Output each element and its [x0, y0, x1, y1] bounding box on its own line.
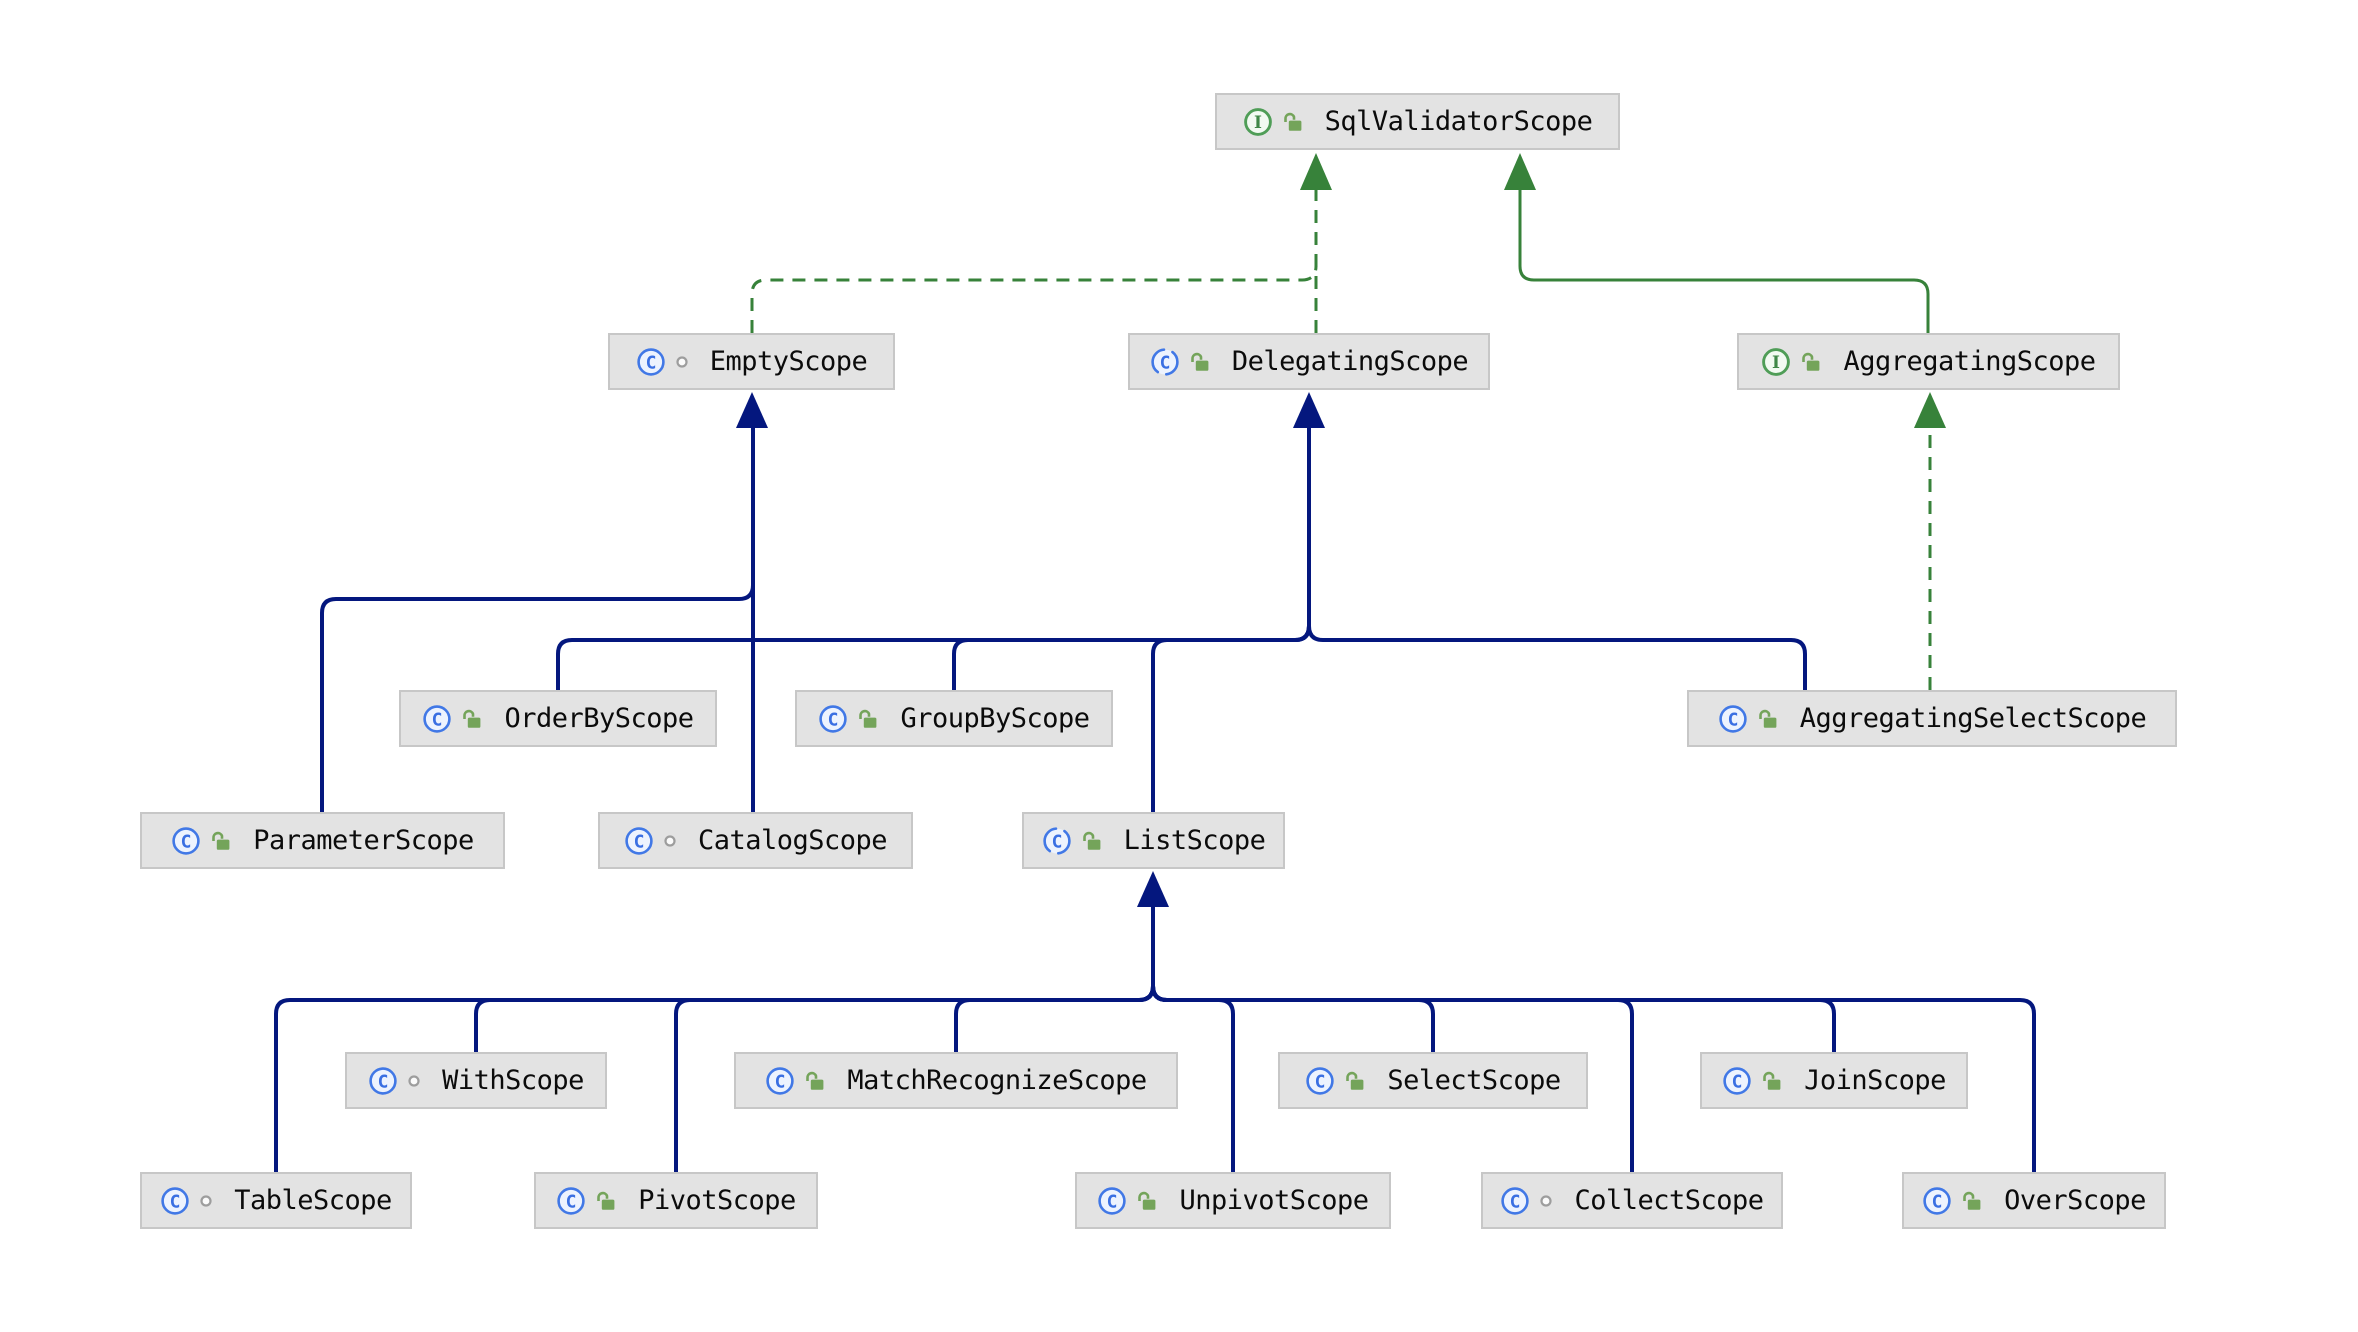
- node-label: EmptyScope: [709, 346, 868, 377]
- public-lock-icon: [1344, 1070, 1366, 1092]
- package-private-icon: [663, 834, 677, 848]
- node-label: OrderByScope: [504, 703, 694, 734]
- class-node-aggregatingselectscope[interactable]: AggregatingSelectScope: [1687, 690, 2177, 747]
- edge-extends-groupbyscope-delegatingscope: [952, 428, 1311, 690]
- edge-extends-matchrecognizescope-listscope: [954, 907, 1155, 1052]
- package-private-icon: [1539, 1194, 1553, 1208]
- edge-extends-listscope-delegatingscope: [1151, 428, 1311, 812]
- arrowhead-implements-sqlvalidatorscope: [1300, 153, 1332, 190]
- edge-extends-selectscope-listscope: [1151, 907, 1435, 1052]
- class-node-groupbyscope[interactable]: GroupByScope: [795, 690, 1113, 747]
- class-node-tablescope[interactable]: TableScope: [140, 1172, 412, 1229]
- edge-extends-collectscope-listscope: [1151, 907, 1634, 1172]
- class-node-aggregatingscope[interactable]: AggregatingScope: [1737, 333, 2120, 390]
- node-label: TableScope: [234, 1185, 392, 1216]
- class-node-matchrecognizescope[interactable]: MatchRecognizeScope: [734, 1052, 1178, 1109]
- class-node-sqlvalidatorscope[interactable]: SqlValidatorScope: [1215, 93, 1620, 150]
- node-label: SelectScope: [1387, 1065, 1561, 1096]
- class-icon: [1722, 1066, 1752, 1096]
- class-node-selectscope[interactable]: SelectScope: [1278, 1052, 1588, 1109]
- class-node-overscope[interactable]: OverScope: [1902, 1172, 2166, 1229]
- class-node-unpivotscope[interactable]: UnpivotScope: [1075, 1172, 1391, 1229]
- class-icon: [818, 704, 848, 734]
- edge-extends-overscope-listscope: [1151, 907, 2036, 1172]
- class-icon: [368, 1066, 398, 1096]
- node-label: CollectScope: [1574, 1185, 1764, 1216]
- class-node-collectscope[interactable]: CollectScope: [1481, 1172, 1783, 1229]
- class-icon: [1097, 1186, 1127, 1216]
- class-node-parameterscope[interactable]: ParameterScope: [140, 812, 505, 869]
- package-private-icon: [675, 355, 689, 369]
- class-icon: [171, 826, 201, 856]
- node-label: PivotScope: [638, 1185, 796, 1216]
- class-icon: [765, 1066, 795, 1096]
- edge-extends-pivotscope-listscope: [674, 907, 1155, 1172]
- arrowhead-extends-sqlvalidatorscope: [1504, 153, 1536, 190]
- node-label: DelegatingScope: [1231, 346, 1469, 377]
- package-private-icon: [407, 1074, 421, 1088]
- node-label: ParameterScope: [253, 825, 474, 856]
- arrowhead-implements-aggregatingscope: [1914, 392, 1946, 428]
- class-node-delegatingscope[interactable]: DelegatingScope: [1128, 333, 1490, 390]
- interface-icon: [1761, 347, 1791, 377]
- node-label: GroupByScope: [900, 703, 1090, 734]
- node-label: JoinScope: [1804, 1065, 1946, 1096]
- node-label: WithScope: [442, 1065, 584, 1096]
- node-label: SqlValidatorScope: [1324, 106, 1593, 137]
- public-lock-icon: [1757, 708, 1779, 730]
- class-icon: [1500, 1186, 1530, 1216]
- arrowhead-extends-listscope: [1137, 871, 1169, 907]
- class-node-emptyscope[interactable]: EmptyScope: [608, 333, 895, 390]
- abstract-class-icon: [1150, 347, 1180, 377]
- edge-extends-withscope-listscope: [474, 907, 1155, 1052]
- node-label: ListScope: [1123, 825, 1266, 856]
- node-label: AggregatingScope: [1843, 346, 2096, 377]
- public-lock-icon: [857, 708, 879, 730]
- edge-extends-parameterscope-emptyscope: [320, 428, 755, 812]
- class-node-joinscope[interactable]: JoinScope: [1700, 1052, 1968, 1109]
- public-lock-icon: [1961, 1190, 1983, 1212]
- edge-extends-orderbyscope-delegatingscope: [556, 428, 1311, 690]
- class-icon: [1922, 1186, 1952, 1216]
- node-label: OverScope: [2004, 1185, 2146, 1216]
- abstract-class-icon: [1042, 826, 1072, 856]
- arrowhead-extends-emptyscope: [736, 392, 768, 428]
- public-lock-icon: [1136, 1190, 1158, 1212]
- edge-implements-emptyscope-sqlvalidatorscope: [750, 258, 1318, 333]
- public-lock-icon: [461, 708, 483, 730]
- interface-icon: [1243, 107, 1273, 137]
- class-icon: [422, 704, 452, 734]
- node-label: MatchRecognizeScope: [847, 1065, 1147, 1096]
- edge-extends-unpivotscope-listscope: [1151, 907, 1235, 1172]
- class-icon: [636, 347, 666, 377]
- class-node-listscope[interactable]: ListScope: [1022, 812, 1285, 869]
- node-label: UnpivotScope: [1179, 1185, 1369, 1216]
- public-lock-icon: [595, 1190, 617, 1212]
- public-lock-icon: [1282, 111, 1304, 133]
- node-label: AggregatingSelectScope: [1799, 703, 2147, 734]
- public-lock-icon: [1761, 1070, 1783, 1092]
- arrowhead-extends-delegatingscope: [1293, 392, 1325, 428]
- class-icon: [624, 826, 654, 856]
- class-node-pivotscope[interactable]: PivotScope: [534, 1172, 818, 1229]
- edge-extends-joinscope-listscope: [1151, 907, 1836, 1052]
- public-lock-icon: [804, 1070, 826, 1092]
- node-label: CatalogScope: [697, 825, 888, 856]
- edge-extends-aggregatingscope-sqlvalidatorscope: [1518, 190, 1930, 333]
- public-lock-icon: [210, 830, 232, 852]
- class-node-withscope[interactable]: WithScope: [345, 1052, 607, 1109]
- edge-extends-aggregatingselectscope-delegatingscope: [1307, 428, 1807, 690]
- class-icon: [1305, 1066, 1335, 1096]
- class-icon: [1718, 704, 1748, 734]
- public-lock-icon: [1189, 351, 1211, 373]
- package-private-icon: [199, 1194, 213, 1208]
- public-lock-icon: [1800, 351, 1822, 373]
- class-node-orderbyscope[interactable]: OrderByScope: [399, 690, 717, 747]
- class-node-catalogscope[interactable]: CatalogScope: [598, 812, 913, 869]
- class-icon: [160, 1186, 190, 1216]
- public-lock-icon: [1081, 830, 1103, 852]
- edge-extends-tablescope-listscope: [274, 907, 1155, 1172]
- class-icon: [556, 1186, 586, 1216]
